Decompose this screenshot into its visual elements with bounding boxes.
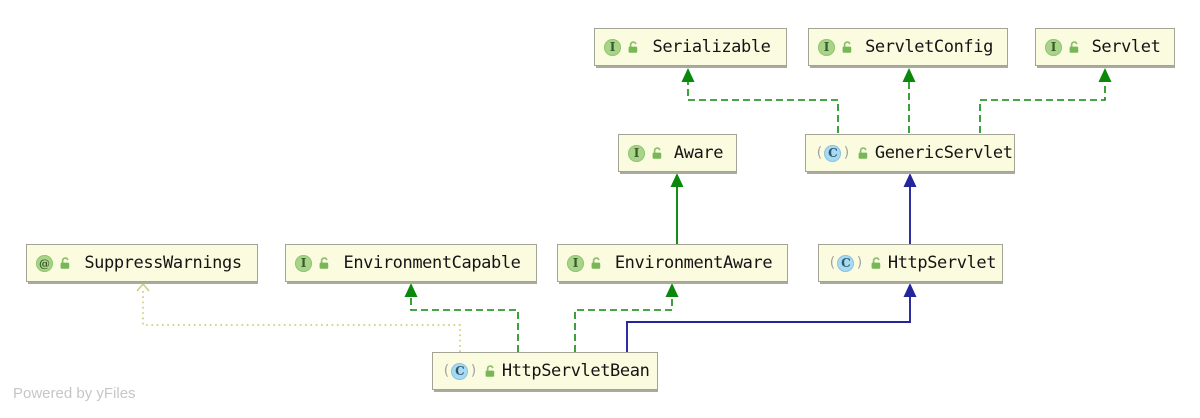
node-label: SuppressWarnings <box>84 253 242 273</box>
unlocked-icon <box>317 256 331 270</box>
edge-genericservlet-servletconfig <box>902 68 916 133</box>
unlocked-icon <box>626 40 640 54</box>
class-icon: C <box>815 144 851 162</box>
node-label: Serializable <box>652 37 771 57</box>
node-servlet[interactable]: I Servlet <box>1035 28 1175 66</box>
node-httpservletbean[interactable]: C HttpServletBean <box>432 352 658 390</box>
node-label: Aware <box>673 143 724 163</box>
interface-icon: I <box>567 254 584 272</box>
unlocked-icon <box>650 146 664 160</box>
node-environmentaware[interactable]: I EnvironmentAware <box>557 244 788 282</box>
implements-arrowhead <box>1098 68 1112 82</box>
node-label: EnvironmentAware <box>614 253 773 273</box>
edge-httpservletbean-httpservlet <box>626 283 917 352</box>
edge-httpservlet-genericservlet <box>903 173 917 244</box>
node-suppresswarnings[interactable]: @ SuppressWarnings <box>26 244 258 282</box>
unlocked-icon <box>869 256 883 270</box>
node-environmentcapable[interactable]: I EnvironmentCapable <box>285 244 537 282</box>
interface-icon: I <box>818 38 835 56</box>
interface-icon: I <box>295 254 312 272</box>
interface-icon: I <box>1045 38 1062 56</box>
node-aware[interactable]: I Aware <box>618 134 737 172</box>
unlocked-icon <box>483 364 497 378</box>
unlocked-icon <box>58 256 72 270</box>
unlocked-icon <box>589 256 603 270</box>
node-label: HttpServletBean <box>501 361 650 381</box>
interface-icon: I <box>604 38 621 56</box>
implements-arrowhead <box>681 68 695 82</box>
extends-arrowhead <box>903 173 917 187</box>
node-label: ServletConfig <box>865 37 993 57</box>
extends-arrowhead <box>670 173 684 187</box>
node-serializable[interactable]: I Serializable <box>594 28 787 66</box>
unlocked-icon <box>840 40 854 54</box>
node-httpservlet[interactable]: C HttpServlet <box>818 244 1003 282</box>
unlocked-icon <box>1067 40 1081 54</box>
node-label: EnvironmentCapable <box>343 253 521 273</box>
edge-httpservletbean-suppresswarnings <box>136 282 461 352</box>
node-label: GenericServlet <box>874 143 1013 163</box>
edge-genericservlet-serializable <box>681 68 839 133</box>
node-label: HttpServlet <box>887 253 997 273</box>
implements-arrowhead <box>902 68 916 82</box>
edge-environmentaware-aware <box>670 173 684 244</box>
node-servletconfig[interactable]: I ServletConfig <box>808 28 1008 66</box>
unlocked-icon <box>856 146 870 160</box>
node-label: Servlet <box>1091 37 1161 57</box>
interface-icon: I <box>628 144 645 162</box>
annotation-arrowhead <box>136 282 150 292</box>
annotation-icon: @ <box>36 254 53 272</box>
node-genericservlet[interactable]: C GenericServlet <box>805 134 1015 172</box>
extends-arrowhead <box>903 283 917 297</box>
edge-httpservletbean-environmentaware <box>574 283 679 352</box>
implements-arrowhead <box>665 283 679 297</box>
class-icon: C <box>442 362 478 380</box>
edge-genericservlet-servlet <box>979 68 1112 133</box>
implements-arrowhead <box>404 283 418 297</box>
yfiles-attribution: Powered by yFiles <box>13 385 136 402</box>
edge-httpservletbean-environmentcapable <box>404 283 519 352</box>
class-icon: C <box>828 254 864 272</box>
